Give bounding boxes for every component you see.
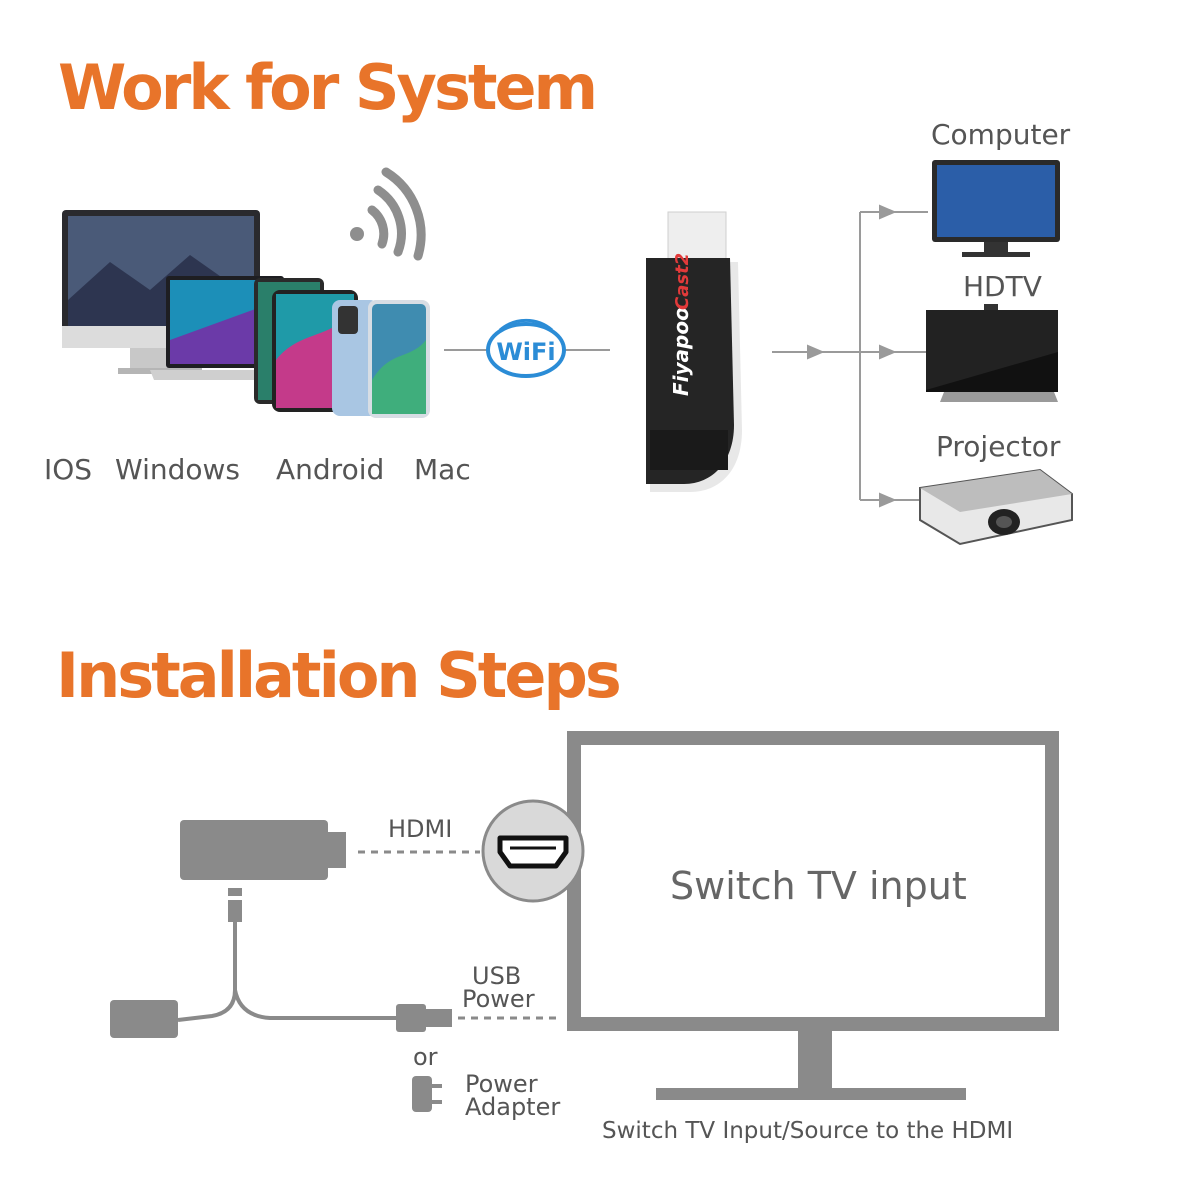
- output-label-computer: Computer: [931, 118, 1071, 151]
- wifi-badge-icon: WiFi: [486, 318, 566, 378]
- usb-male-connector-icon: [396, 1004, 452, 1032]
- section-title-installation-steps: Installation Steps: [56, 639, 622, 712]
- tv-instruction-text: Switch TV input: [670, 864, 967, 908]
- projector-icon: [919, 468, 1073, 546]
- tv-outline-icon: [567, 731, 1059, 1100]
- or-label: or: [413, 1043, 438, 1071]
- hdtv-icon: [926, 304, 1058, 402]
- adapter-label-line1: Power: [465, 1070, 538, 1098]
- system-label-windows: Windows: [115, 453, 240, 486]
- hdmi-port-icon: [481, 799, 585, 903]
- dongle-brand-text: Fiyapoo: [669, 307, 693, 396]
- system-label-android: Android: [276, 453, 385, 486]
- usb-label-line1: USB: [472, 962, 522, 990]
- footer-instruction: Switch TV Input/Source to the HDMI: [602, 1118, 1014, 1144]
- wireless-signal-icon: [350, 167, 426, 261]
- usb-female-connector-icon: [110, 1000, 178, 1038]
- output-label-hdtv: HDTV: [963, 270, 1042, 303]
- smartphone-front-icon: [368, 300, 430, 418]
- usb-label-line2: Power: [462, 985, 535, 1013]
- wifi-badge-text: WiFi: [496, 338, 555, 366]
- dongle-model-text: Cast2: [672, 253, 693, 310]
- computer-monitor-icon: [932, 160, 1060, 257]
- power-adapter-icon: [412, 1076, 442, 1112]
- dongle-silhouette-icon: [180, 820, 346, 922]
- hdmi-label: HDMI: [388, 815, 453, 843]
- section-title-work-for-system: Work for System: [58, 51, 598, 124]
- system-label-mac: Mac: [414, 453, 471, 486]
- system-label-ios: IOS: [44, 453, 93, 486]
- y-cable-icon: [177, 922, 396, 1022]
- output-connectors: [772, 204, 928, 508]
- output-label-projector: Projector: [936, 430, 1061, 463]
- dongle-device-icon: Fiyapoo Cast2: [646, 211, 742, 492]
- phone-back-icon: [332, 300, 378, 416]
- adapter-label-line2: Adapter: [465, 1093, 561, 1121]
